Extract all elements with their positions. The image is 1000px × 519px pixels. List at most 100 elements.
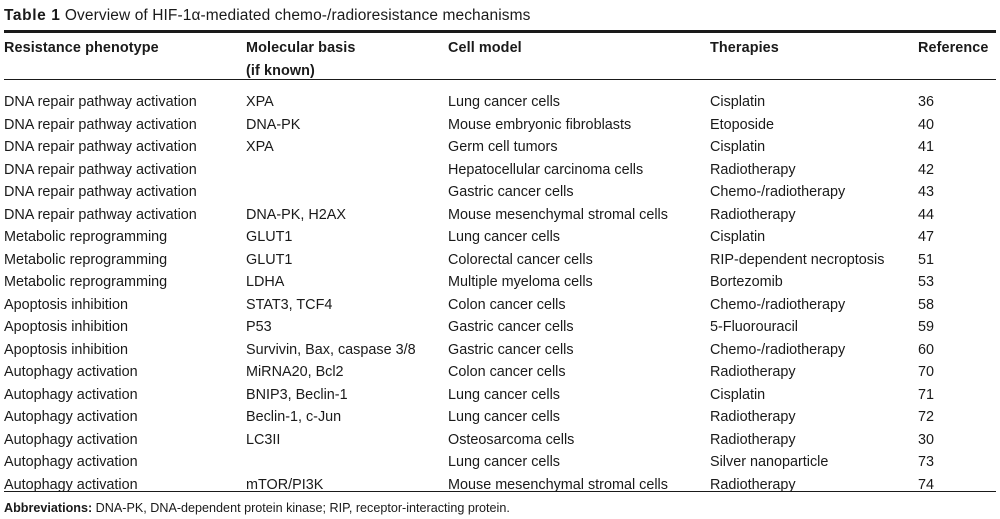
table-cell: Gastric cancer cells bbox=[448, 184, 574, 200]
table-cell: Cisplatin bbox=[710, 386, 766, 403]
table-cell: 40 bbox=[918, 116, 935, 133]
table-row: Metabolic reprogramming GLUT1 Colorectal c… bbox=[4, 249, 996, 272]
table-cell: Hepatocellular carcinoma cells bbox=[448, 161, 644, 178]
table-cell: 73 bbox=[918, 454, 935, 470]
table-cell: Radiotherapy bbox=[710, 476, 796, 493]
table-cell: 72 bbox=[918, 409, 935, 425]
table-cell: XPA bbox=[246, 94, 274, 110]
column-header-therapies: Therapies bbox=[710, 36, 918, 82]
table-cell: Radiotherapy bbox=[710, 431, 796, 448]
table-header-row: Resistance phenotype Molecular basis (if… bbox=[4, 36, 996, 82]
table-cell: Autophagy activation bbox=[4, 386, 138, 403]
table-cell: DNA-PK bbox=[246, 116, 301, 133]
table-cell: Cisplatin bbox=[710, 229, 766, 245]
table-cell: Lung cancer cells bbox=[448, 229, 560, 245]
table-cell: DNA repair pathway activation bbox=[4, 94, 197, 110]
table-bottom-rule bbox=[4, 491, 996, 492]
table-cell: Chemo-/radiotherapy bbox=[710, 341, 846, 358]
table-cell: DNA repair pathway activation bbox=[4, 116, 197, 133]
table-cell: DNA repair pathway activation bbox=[4, 139, 197, 155]
table-cell: 71 bbox=[918, 386, 935, 403]
table-cell: Colon cancer cells bbox=[448, 364, 566, 380]
table-caption: Table 1 Overview of HIF-1α-mediated chem… bbox=[4, 6, 530, 26]
table-cell: 41 bbox=[918, 139, 935, 155]
table-row: DNA repair pathway activation DNA-PK Mouse… bbox=[4, 114, 996, 137]
table-cell: Autophagy activation bbox=[4, 476, 138, 493]
table-cell: Metabolic reprogramming bbox=[4, 251, 168, 268]
table-cell: Chemo-/radiotherapy bbox=[710, 184, 846, 200]
table-cell: 42 bbox=[918, 161, 935, 178]
table-caption-title: Overview of HIF-1α-mediated chemo-/radio… bbox=[64, 7, 531, 24]
table-cell: Colon cancer cells bbox=[448, 296, 566, 313]
table-cell: Multiple myeloma cells bbox=[448, 274, 593, 290]
table-cell: BNIP3, Beclin-1 bbox=[246, 386, 348, 403]
table-cell: Lung cancer cells bbox=[448, 454, 560, 470]
table-cell: DNA-PK, H2AX bbox=[246, 206, 346, 223]
column-header-label: Resistance phenotype bbox=[4, 40, 159, 56]
table-cell: Etoposide bbox=[710, 116, 775, 133]
table-cell: Metabolic reprogramming bbox=[4, 274, 168, 290]
table-row: DNA repair pathway activation XPA Lung can… bbox=[4, 82, 996, 114]
table-cell: P53 bbox=[246, 319, 272, 335]
table-top-rule bbox=[4, 30, 996, 33]
table-cell: Autophagy activation bbox=[4, 431, 138, 448]
table-cell: Radiotherapy bbox=[710, 206, 796, 223]
table-cell: XPA bbox=[246, 139, 274, 155]
table-cell: 30 bbox=[918, 431, 935, 448]
table-cell: Gastric cancer cells bbox=[448, 341, 574, 358]
table-row: DNA repair pathway activation Hepatocellu… bbox=[4, 159, 996, 182]
table-cell: Germ cell tumors bbox=[448, 139, 558, 155]
table-header: Resistance phenotype Molecular basis (if… bbox=[4, 36, 996, 82]
table-cell bbox=[246, 181, 448, 204]
table-cell: 58 bbox=[918, 296, 935, 313]
table-cell: Radiotherapy bbox=[710, 161, 796, 178]
table-cell: 74 bbox=[918, 476, 935, 493]
table-cell: 47 bbox=[918, 229, 935, 245]
table-cell: Lung cancer cells bbox=[448, 386, 560, 403]
table-cell: GLUT1 bbox=[246, 251, 293, 268]
table-cell: 59 bbox=[918, 319, 935, 335]
column-header-molecular-basis: Molecular basis (if known) bbox=[246, 36, 448, 82]
table-cell: 5-Fluorouracil bbox=[710, 319, 798, 335]
table-cell: 53 bbox=[918, 274, 935, 290]
table-cell: Autophagy activation bbox=[4, 409, 138, 425]
table-cell: RIP-dependent necroptosis bbox=[710, 251, 885, 268]
table-cell: Radiotherapy bbox=[710, 409, 796, 425]
table-cell: Mouse embryonic fibroblasts bbox=[448, 116, 632, 133]
table-cell: Lung cancer cells bbox=[448, 409, 560, 425]
table-cell: Colorectal cancer cells bbox=[448, 251, 593, 268]
column-header-label: Cell model bbox=[448, 40, 522, 56]
table-cell: Cisplatin bbox=[710, 94, 766, 110]
column-header-cell-model: Cell model bbox=[448, 36, 710, 82]
table-cell: Mouse mesenchymal stromal cells bbox=[448, 206, 668, 223]
table-cell: Osteosarcoma cells bbox=[448, 431, 575, 448]
table-cell: Survivin, Bax, caspase 3/8 bbox=[246, 341, 416, 358]
column-header-sublabel: (if known) bbox=[246, 62, 315, 79]
table-cell: Autophagy activation bbox=[4, 364, 138, 380]
table-header-rule bbox=[4, 79, 996, 80]
table-cell: 51 bbox=[918, 251, 935, 268]
table-cell: Bortezomib bbox=[710, 274, 783, 290]
column-header-resistance-phenotype: Resistance phenotype bbox=[4, 36, 246, 82]
table-cell: 36 bbox=[918, 94, 935, 110]
table-cell: GLUT1 bbox=[246, 229, 293, 245]
table-cell: Gastric cancer cells bbox=[448, 319, 574, 335]
footnote-text: DNA-PK, DNA-dependent protein kinase; RI… bbox=[92, 501, 510, 515]
table-cell: Silver nanoparticle bbox=[710, 454, 829, 470]
table-cell: 70 bbox=[918, 364, 935, 380]
table-cell: mTOR/PI3K bbox=[246, 476, 324, 493]
table-cell: DNA repair pathway activation bbox=[4, 161, 197, 178]
table-cell: Mouse mesenchymal stromal cells bbox=[448, 476, 668, 493]
table-row: DNA repair pathway activation XPA Germ cel… bbox=[4, 136, 996, 159]
table-cell: Lung cancer cells bbox=[448, 94, 560, 110]
table-cell: Metabolic reprogramming bbox=[4, 229, 168, 245]
table-cell: 43 bbox=[918, 184, 935, 200]
table-cell: LDHA bbox=[246, 274, 285, 290]
